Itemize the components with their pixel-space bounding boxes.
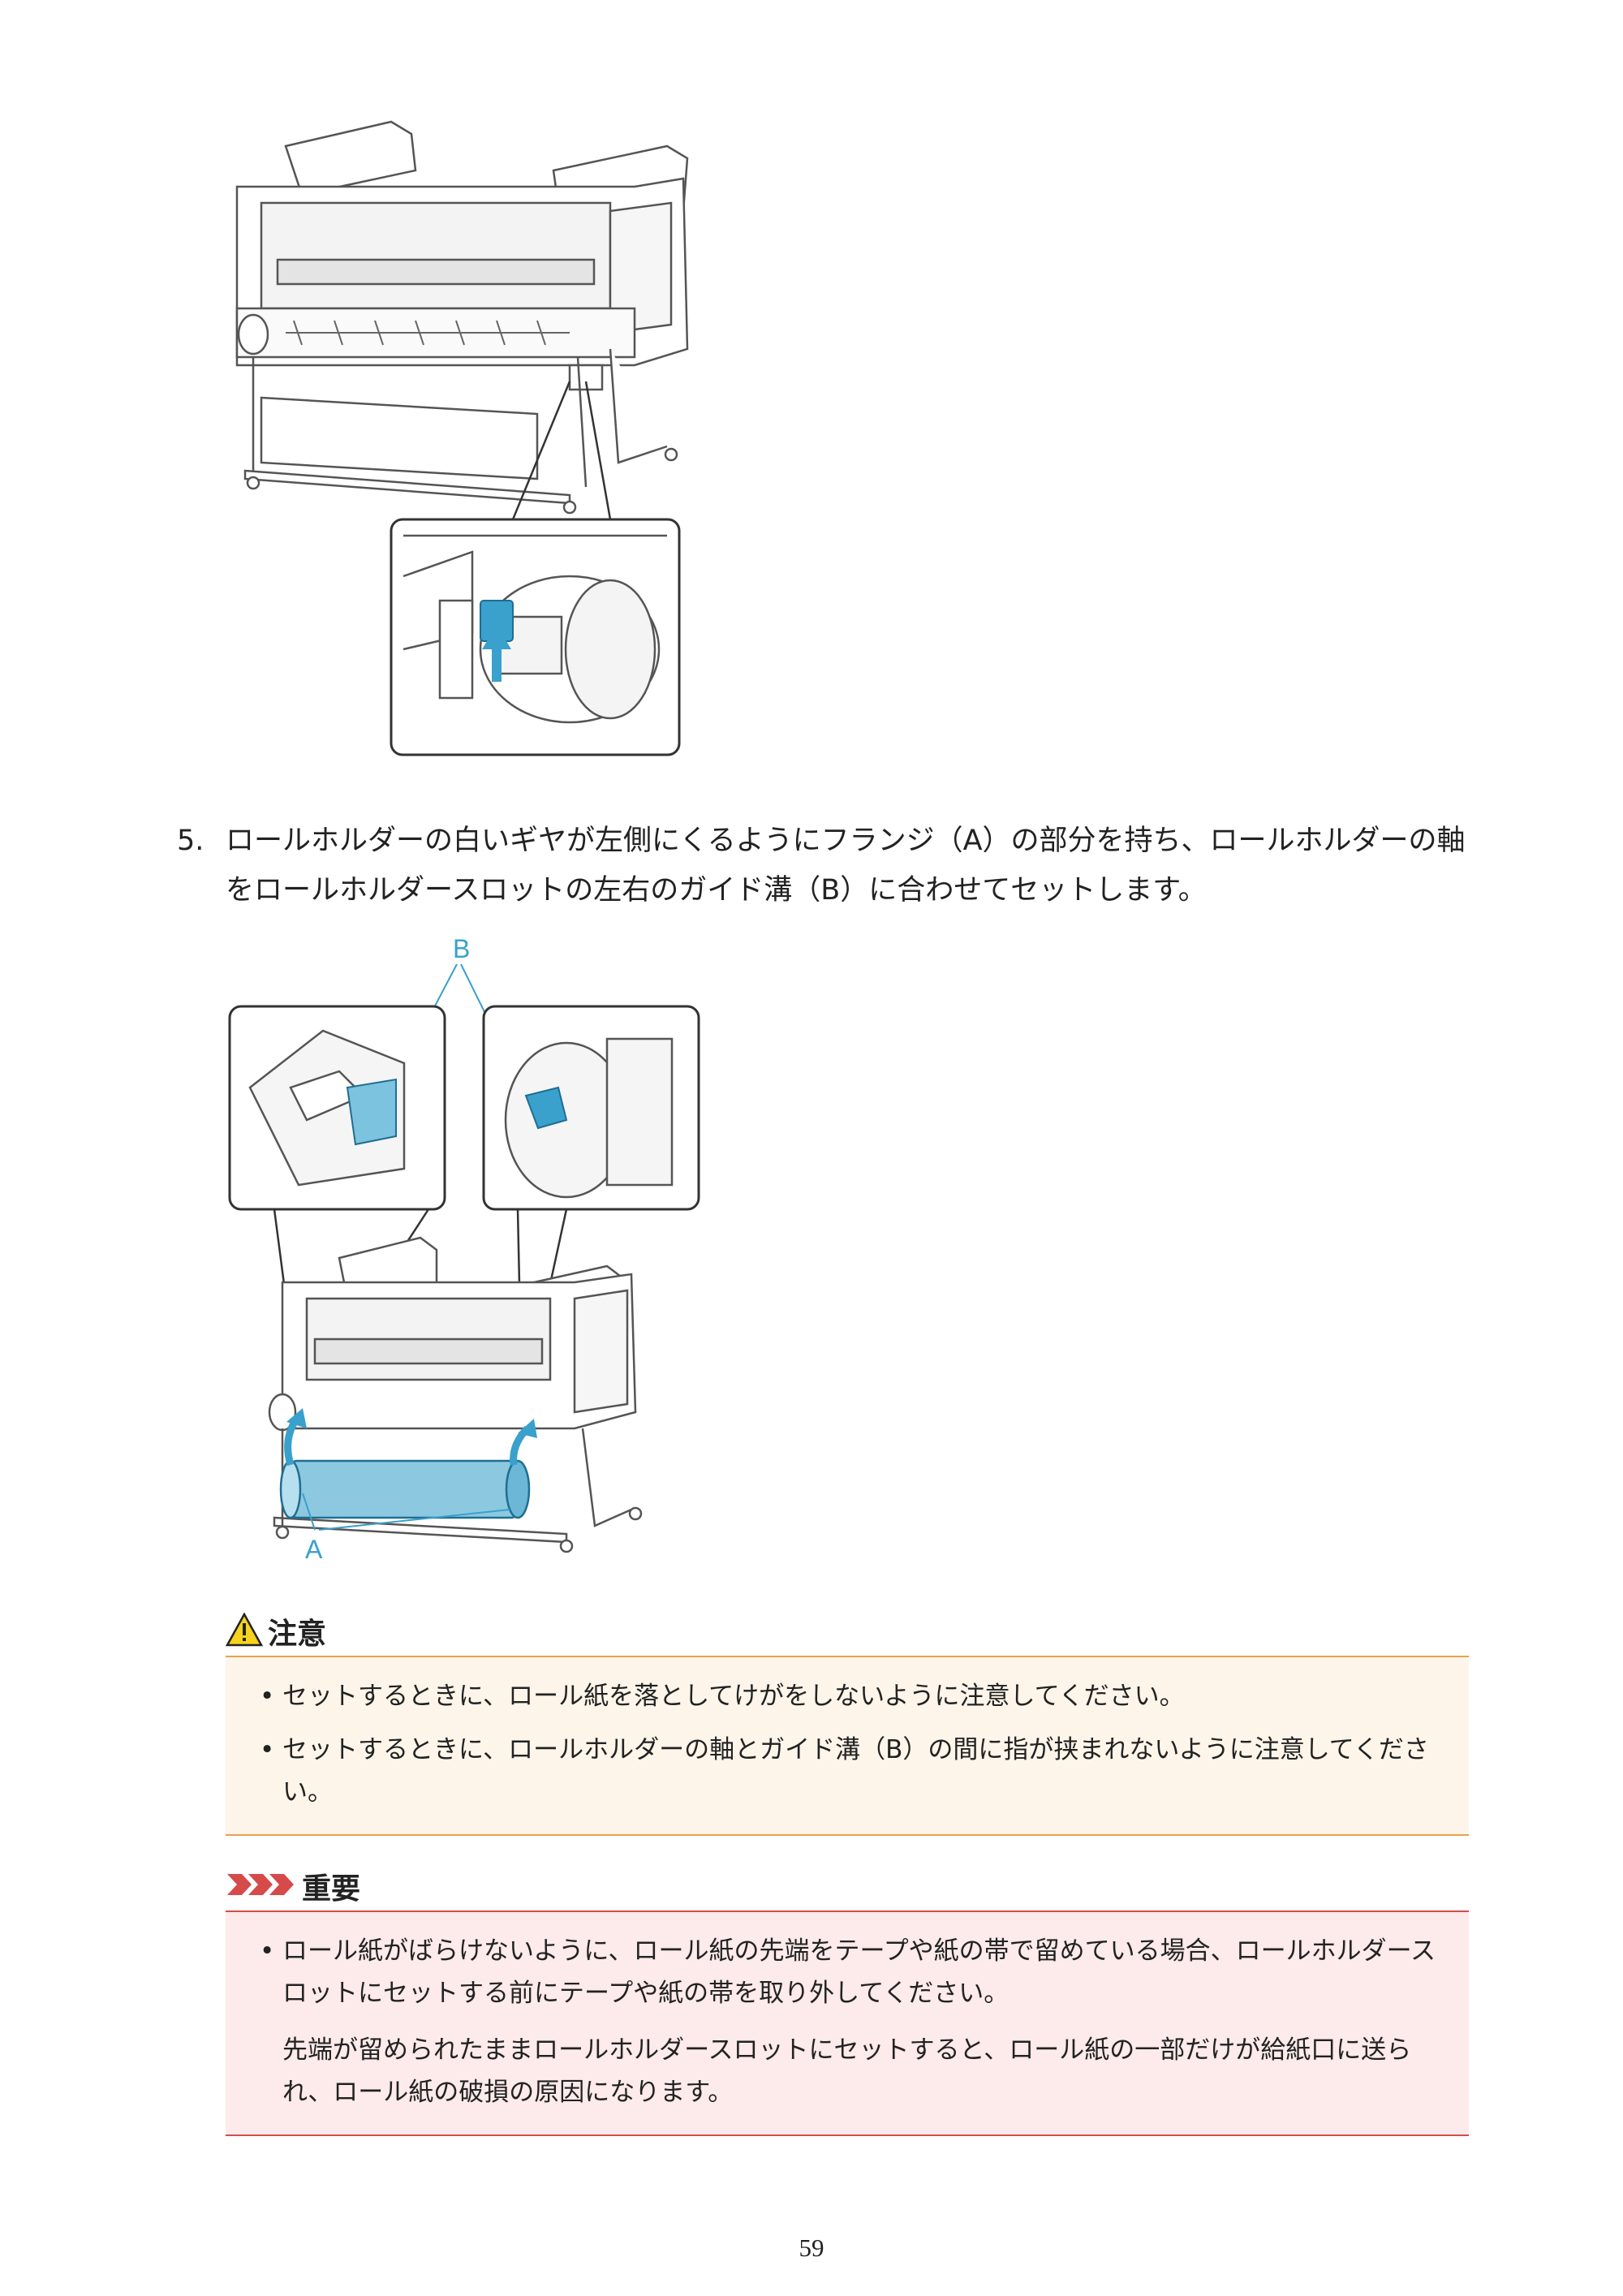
caution-box: •セットするときに、ロール紙を落としてけがをしないように注意してください。 •セ… <box>226 1656 1469 1836</box>
bullet-icon: • <box>260 1682 275 1711</box>
important-item: • ロール紙がばらけないように、ロール紙の先端をテープや紙の帯で留めている場合、… <box>258 1930 1436 2113</box>
bullet-icon: • <box>260 1936 275 1966</box>
important-block: 重要 • ロール紙がばらけないように、ロール紙の先端をテープや紙の帯で留めている… <box>226 1862 1469 2136</box>
caution-item-text: セットするときに、ロールホルダーの軸とガイド溝（B）の間に指が挟まれないように注… <box>282 1735 1429 1807</box>
important-list: • ロール紙がばらけないように、ロール紙の先端をテープや紙の帯で留めている場合、… <box>258 1930 1436 2113</box>
caution-item: •セットするときに、ロールホルダーの軸とガイド溝（B）の間に指が挟まれないように… <box>258 1729 1436 1813</box>
label-b: B <box>453 934 470 963</box>
label-a: A <box>305 1535 323 1564</box>
important-box: • ロール紙がばらけないように、ロール紙の先端をテープや紙の帯で留めている場合、… <box>226 1910 1469 2136</box>
caution-item-text: セットするときに、ロール紙を落としてけがをしないように注意してください。 <box>282 1682 1185 1711</box>
roll-holder-illustration: B <box>228 934 700 1564</box>
step-5: 5. ロールホルダーの白いギヤが左側にくるようにフランジ（A）の部分を持ち、ロー… <box>177 816 1475 915</box>
important-item-note: 先端が留められたままロールホルダースロットにセットすると、ロール紙の一部だけが給… <box>282 2035 1412 2107</box>
printer-illustration-top <box>235 120 689 756</box>
roll-holder-figure: B <box>226 925 712 1566</box>
caution-title: 注意 <box>268 1618 327 1651</box>
caution-list: •セットするときに、ロール紙を落としてけがをしないように注意してください。 •セ… <box>258 1675 1436 1813</box>
printer-figure-top <box>229 114 700 763</box>
caution-header: 注意 <box>225 1607 1469 1656</box>
step-number: 5. <box>177 825 204 857</box>
chevrons-icon <box>226 1872 297 1900</box>
caution-block: 注意 •セットするときに、ロール紙を落としてけがをしないように注意してください。… <box>225 1607 1469 1836</box>
step-text: ロールホルダーの白いギヤが左側にくるようにフランジ（A）の部分を持ち、ロールホル… <box>226 825 1466 907</box>
bullet-icon: • <box>260 1735 275 1764</box>
warning-icon <box>225 1612 264 1650</box>
important-header: 重要 <box>226 1862 1469 1910</box>
important-item-text: ロール紙がばらけないように、ロール紙の先端をテープや紙の帯で留めている場合、ロー… <box>282 1936 1436 2008</box>
page-number: 59 <box>799 2234 824 2262</box>
caution-item: •セットするときに、ロール紙を落としてけがをしないように注意してください。 <box>258 1675 1436 1717</box>
important-title: 重要 <box>302 1872 361 1906</box>
